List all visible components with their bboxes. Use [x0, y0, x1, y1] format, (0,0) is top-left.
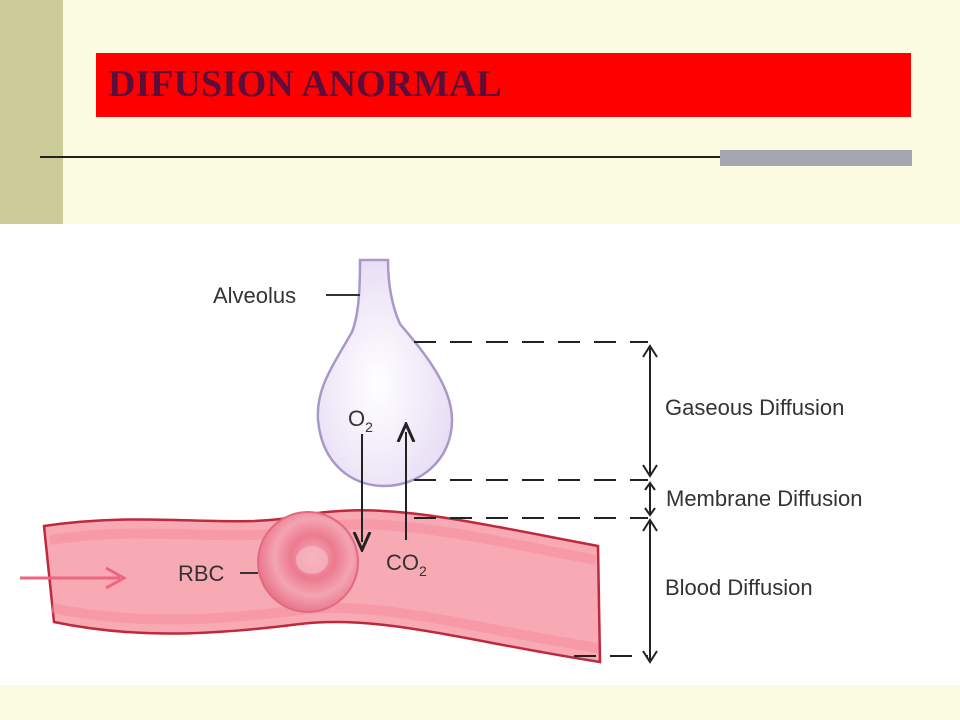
diffusion-diagram-panel: Alveolus O2 CO2 RBC Gaseous Diffusion Me… [0, 224, 960, 685]
rbc-label: RBC [178, 561, 225, 586]
co2-label: CO2 [386, 550, 427, 579]
title-banner: DIFUSION ANORMAL [96, 53, 911, 117]
left-decorative-band [0, 0, 63, 224]
membrane-diffusion-label: Membrane Diffusion [666, 486, 862, 511]
gaseous-bracket [642, 344, 658, 478]
gaseous-diffusion-label: Gaseous Diffusion [665, 395, 844, 420]
alveolus-sac [316, 258, 454, 488]
membrane-bracket [644, 481, 656, 517]
blood-bracket [642, 518, 658, 664]
divider-line [40, 156, 912, 158]
flow-arrow-head [105, 566, 128, 590]
o2-label: O2 [348, 406, 373, 435]
rbc-center [296, 546, 328, 574]
diffusion-diagram: Alveolus O2 CO2 RBC Gaseous Diffusion Me… [20, 258, 862, 664]
slide-title: DIFUSION ANORMAL [108, 63, 502, 105]
alveolus-label: Alveolus [213, 283, 296, 308]
divider-accent-bar [720, 150, 912, 166]
blood-diffusion-label: Blood Diffusion [665, 575, 813, 600]
